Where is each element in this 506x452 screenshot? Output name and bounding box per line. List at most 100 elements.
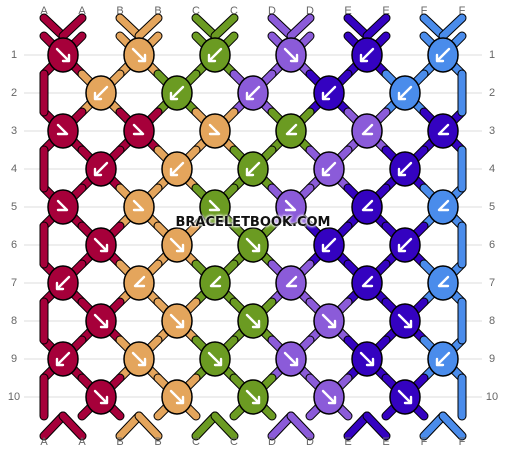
row-number-right: 4: [489, 163, 495, 175]
knot[interactable]: [161, 75, 193, 111]
string-label-top: F: [459, 5, 466, 17]
knot[interactable]: [313, 379, 345, 415]
knot[interactable]: [351, 113, 383, 149]
string-label-top: C: [230, 5, 238, 17]
knot-direction-arrow-icon: [285, 275, 298, 288]
knot[interactable]: [427, 113, 459, 149]
knot[interactable]: [351, 341, 383, 377]
string-label-top: E: [344, 5, 351, 17]
knot-direction-arrow-icon: [169, 85, 185, 101]
knot[interactable]: [85, 379, 117, 415]
knot[interactable]: [161, 303, 193, 339]
knot-direction-arrow-icon: [93, 161, 109, 177]
knot[interactable]: [351, 189, 383, 225]
knot-direction-arrow-icon: [321, 237, 337, 253]
knot[interactable]: [427, 37, 459, 73]
knot-direction-arrow-icon: [132, 199, 145, 212]
knot[interactable]: [199, 189, 231, 225]
knot[interactable]: [199, 113, 231, 149]
knot[interactable]: [275, 189, 307, 225]
strand: [439, 14, 466, 40]
row-number-left: 9: [11, 353, 17, 365]
knot-direction-arrow-icon: [55, 351, 71, 367]
knot[interactable]: [237, 151, 269, 187]
knot[interactable]: [123, 37, 155, 73]
knot[interactable]: [275, 113, 307, 149]
knot[interactable]: [199, 265, 231, 301]
knot[interactable]: [85, 227, 117, 263]
knot[interactable]: [199, 37, 231, 73]
knot[interactable]: [47, 37, 79, 73]
knot[interactable]: [123, 189, 155, 225]
string-label-top: C: [192, 5, 200, 17]
knot[interactable]: [313, 151, 345, 187]
string-label-bottom: B: [116, 436, 123, 448]
strand: [287, 14, 314, 40]
knot[interactable]: [313, 227, 345, 263]
knot[interactable]: [199, 341, 231, 377]
knot[interactable]: [389, 75, 421, 111]
knot[interactable]: [275, 37, 307, 73]
strand: [59, 412, 86, 440]
string-label-top: F: [421, 5, 428, 17]
knot[interactable]: [275, 265, 307, 301]
knot-direction-arrow-icon: [55, 275, 71, 291]
knot[interactable]: [427, 265, 459, 301]
knot[interactable]: [161, 227, 193, 263]
row-number-left: 8: [11, 315, 17, 327]
knot[interactable]: [389, 379, 421, 415]
knot[interactable]: [47, 265, 79, 301]
knots: [47, 37, 459, 415]
string-label-top: E: [382, 5, 389, 17]
knot[interactable]: [85, 303, 117, 339]
knot-direction-arrow-icon: [207, 351, 223, 367]
knot-direction-arrow-icon: [397, 237, 413, 253]
knot[interactable]: [85, 75, 117, 111]
knot-direction-arrow-icon: [245, 161, 261, 177]
knot[interactable]: [427, 189, 459, 225]
knot-direction-arrow-icon: [359, 351, 375, 367]
string-label-top: A: [40, 5, 48, 17]
string-label-bottom: C: [192, 436, 200, 448]
strand: [211, 14, 238, 40]
knot-direction-arrow-icon: [56, 123, 69, 136]
strand: [59, 14, 86, 40]
strand: [116, 412, 143, 440]
knot[interactable]: [47, 189, 79, 225]
strand: [344, 412, 371, 440]
knot[interactable]: [237, 75, 269, 111]
knot[interactable]: [123, 113, 155, 149]
knot[interactable]: [389, 151, 421, 187]
knot-direction-arrow-icon: [397, 85, 413, 101]
knot[interactable]: [47, 341, 79, 377]
knot[interactable]: [85, 151, 117, 187]
knot[interactable]: [351, 37, 383, 73]
knot[interactable]: [389, 227, 421, 263]
knot[interactable]: [427, 341, 459, 377]
string-label-bottom: C: [230, 436, 238, 448]
row-number-left: 3: [11, 125, 17, 137]
knot[interactable]: [123, 265, 155, 301]
knot-direction-arrow-icon: [169, 389, 185, 405]
knot[interactable]: [161, 151, 193, 187]
knot[interactable]: [313, 303, 345, 339]
knot[interactable]: [237, 303, 269, 339]
row-number-right: 9: [489, 353, 495, 365]
knot[interactable]: [351, 265, 383, 301]
knot[interactable]: [313, 75, 345, 111]
row-number-right: 6: [489, 239, 495, 251]
string-label-top: B: [116, 5, 123, 17]
knot[interactable]: [161, 379, 193, 415]
knot[interactable]: [237, 227, 269, 263]
row-number-right: 3: [489, 125, 495, 137]
knot[interactable]: [389, 303, 421, 339]
knot[interactable]: [47, 113, 79, 149]
strand: [363, 412, 390, 440]
string-label-bottom: A: [40, 436, 48, 448]
knot[interactable]: [275, 341, 307, 377]
knot[interactable]: [123, 341, 155, 377]
knot[interactable]: [237, 379, 269, 415]
knot-direction-arrow-icon: [283, 351, 299, 367]
knot-direction-arrow-icon: [285, 123, 298, 136]
